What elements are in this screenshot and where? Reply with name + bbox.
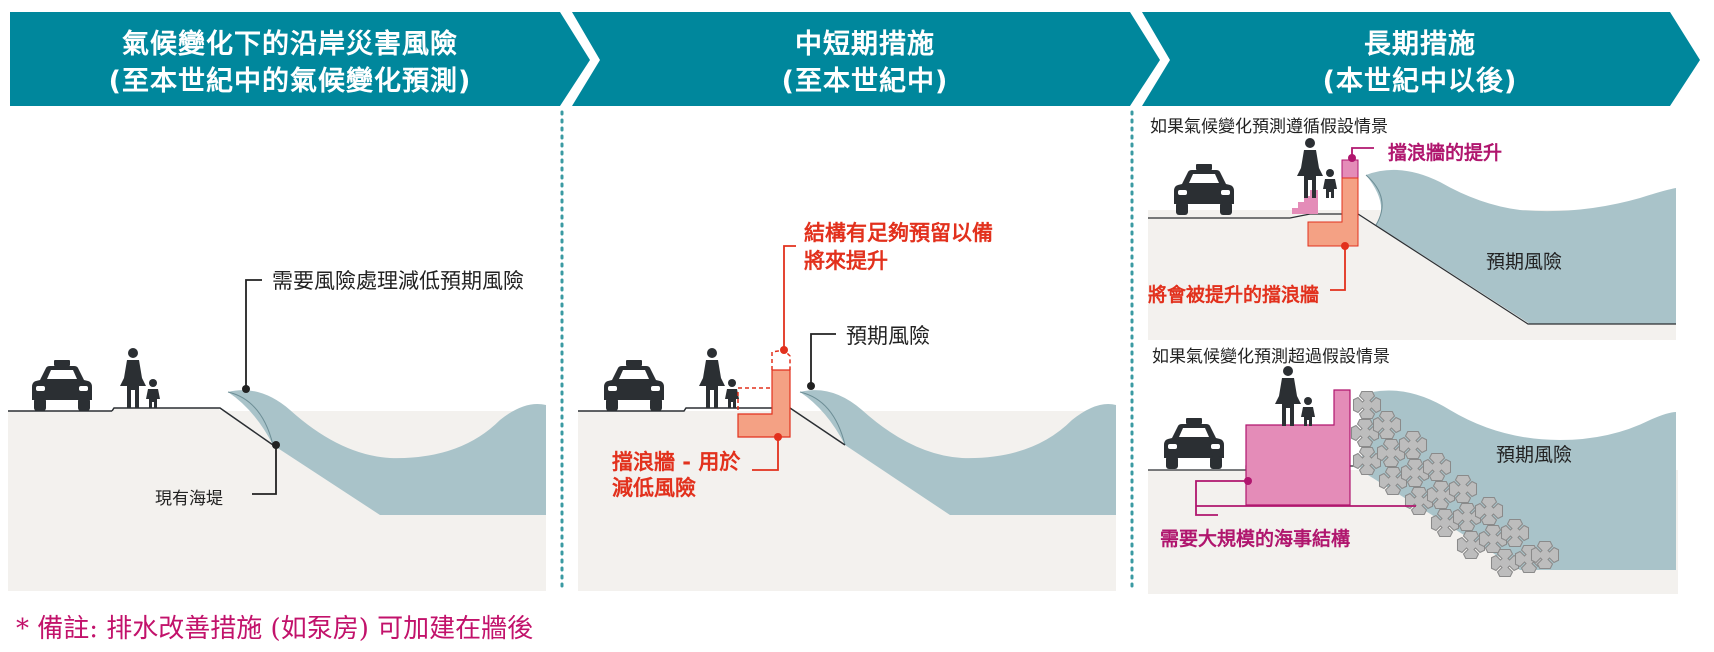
scenario-b-title: 如果氣候變化預測超過假設情景	[1152, 347, 1390, 367]
header-3-line2: (本世紀中以後)	[1322, 66, 1518, 97]
sea-2	[800, 390, 1116, 515]
wave-wall-orange	[737, 369, 791, 438]
header-3-line1: 長期措施	[1364, 29, 1476, 60]
taxi-icon	[604, 360, 664, 411]
taxi-icon	[32, 360, 92, 411]
header-2-line1: 中短期措施	[795, 29, 935, 60]
adult-with-child-icon	[1297, 138, 1337, 198]
callout-reserve-line2: 將來提升	[804, 249, 888, 273]
panel-3a-scene	[1148, 138, 1676, 340]
scenario-a-expected-risk: 預期風險	[1486, 251, 1563, 273]
panel-1-scene	[8, 279, 546, 591]
header-2-line2: (至本世紀中)	[781, 66, 949, 97]
header-panel-3: 長期措施 (本世紀中以後)	[1160, 20, 1680, 106]
header-chevron-2	[572, 12, 1160, 106]
adult-with-child-icon	[699, 348, 739, 408]
sea-1	[228, 390, 546, 515]
header-chevron-3	[1142, 12, 1700, 106]
callout-wall-line1: 擋浪牆 - 用於	[612, 450, 741, 474]
wall-orange-future	[1307, 177, 1359, 247]
adult-with-child-icon	[1275, 366, 1315, 426]
taxi-icon	[1174, 164, 1234, 215]
callout-future-wall: 將會被提升的擋浪牆	[1148, 284, 1320, 306]
header-1-line2: (至本世紀中的氣候變化預測)	[108, 66, 472, 97]
adult-with-child-icon	[120, 348, 160, 408]
taxi-icon	[1164, 418, 1224, 469]
sea-3b	[1360, 390, 1676, 570]
callout-expected-risk: 預期風險	[846, 324, 930, 348]
scenario-a-title: 如果氣候變化預測遵循假設情景	[1150, 117, 1388, 137]
raised-steps	[1285, 190, 1318, 214]
callout-wall-line2: 減低風險	[612, 476, 696, 500]
footnote: * 備註: 排水改善措施 (如泵房) 可加建在牆後	[16, 614, 534, 644]
wall-raise-pink	[1341, 159, 1359, 179]
wall-future-extension	[771, 349, 791, 370]
header-chevron-1	[10, 12, 590, 106]
header-panel-1: 氣候變化下的沿岸災害風險 (至本世紀中的氣候變化預測)	[20, 20, 560, 106]
sea-3a	[1366, 169, 1676, 324]
header-1-line1: 氣候變化下的沿岸災害風險	[122, 29, 458, 60]
marine-structure-pink	[1245, 389, 1351, 506]
callout-wall-raise: 擋浪牆的提升	[1388, 142, 1503, 164]
scenario-b-expected-risk: 預期風險	[1496, 444, 1573, 466]
panel-2-scene	[578, 245, 1116, 591]
panel-3b-scene	[1148, 366, 1678, 594]
callout-risk-treatment: 需要風險處理減低預期風險	[272, 269, 524, 293]
callout-marine-structure: 需要大規模的海事結構	[1160, 528, 1351, 550]
callout-reserve-line1: 結構有足夠預留以備	[804, 221, 993, 245]
callout-existing-seawall: 現有海堤	[155, 489, 223, 509]
header-panel-2: 中短期措施 (至本世紀中)	[590, 20, 1140, 106]
